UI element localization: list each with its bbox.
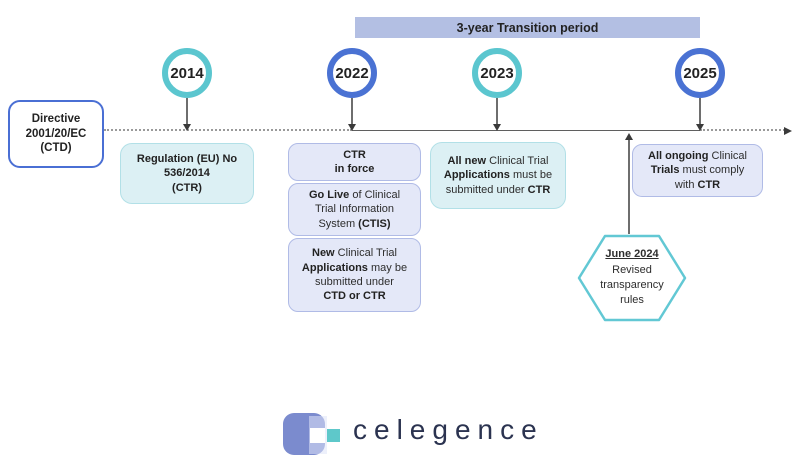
year-circle-2025: 2025 bbox=[675, 48, 725, 98]
arrow-down-2022-icon bbox=[348, 124, 356, 131]
arrow-down-2014-icon bbox=[183, 124, 191, 131]
year-circle-2014: 2014 bbox=[162, 48, 212, 98]
timeline-solid-transition bbox=[352, 129, 700, 131]
logo-teal-square-icon bbox=[327, 429, 340, 442]
arrow-down-2023-icon bbox=[493, 124, 501, 131]
timeline-dotted-left bbox=[104, 129, 352, 131]
stem-2022 bbox=[351, 98, 353, 125]
stem-2014 bbox=[186, 98, 188, 125]
year-circle-2023: 2023 bbox=[472, 48, 522, 98]
hexagon-shape-icon bbox=[577, 234, 687, 322]
connector-june2024 bbox=[628, 139, 630, 234]
timeline-arrow-icon bbox=[784, 126, 792, 135]
stem-2023 bbox=[496, 98, 498, 125]
year-circle-2022: 2022 bbox=[327, 48, 377, 98]
logo-white-square-icon bbox=[310, 428, 325, 443]
transition-period-banner: 3-year Transition period bbox=[355, 17, 700, 38]
logo-wordmark: celegence bbox=[353, 414, 544, 445]
arrow-down-2025-icon bbox=[696, 124, 704, 131]
timeline-dotted-right bbox=[700, 129, 785, 131]
arrow-up-june2024-icon bbox=[624, 133, 633, 140]
stem-2025 bbox=[699, 98, 701, 125]
